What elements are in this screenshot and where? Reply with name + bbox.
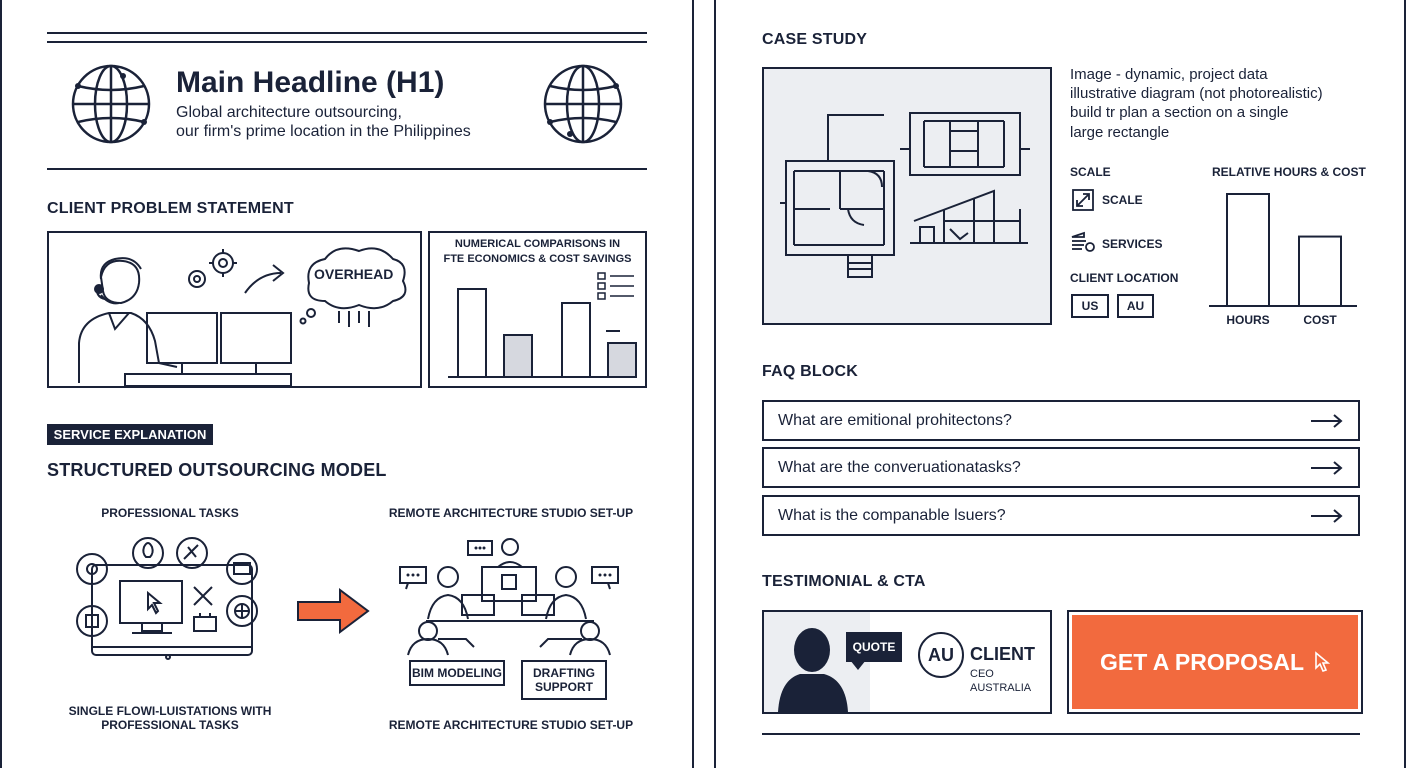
cta-frame [1067, 610, 1363, 714]
globe-icon [71, 64, 151, 144]
professional-tasks-caption-line2: PROFESSIONAL TASKS [101, 718, 239, 732]
scale-heading: SCALE [1070, 165, 1111, 179]
hours-chart-category-label: COST [1303, 313, 1337, 327]
footer-rule [762, 733, 1360, 735]
floor-plan-box [762, 67, 1052, 325]
quote-badge-tail [850, 660, 866, 670]
location-au-label: AU [1126, 299, 1145, 313]
fte-chart-box: NUMERICAL COMPARISONS IN FTE ECONOMICS &… [428, 231, 647, 388]
problem-heading: CLIENT PROBLEM STATEMENT [47, 200, 294, 217]
services-item-label: SERVICES [1102, 237, 1163, 251]
case-desc-line3: build tr plan a section on a single [1070, 104, 1289, 121]
bim-modeling-label: BIM MODELING [412, 666, 502, 680]
remote-studio-title: REMOTE ARCHITECTURE STUDIO SET-UP [388, 506, 634, 520]
problem-illustration-box [47, 231, 422, 388]
testimonial-card: QUOTE AU CLIENT CEO AUSTRALIA [762, 610, 1052, 714]
resize-icon [1072, 189, 1094, 211]
quote-label: QUOTE [852, 640, 896, 654]
drafting-support-line1: DRAFTING [533, 666, 595, 680]
quote-badge: QUOTE [846, 632, 902, 662]
fte-chart-bar [561, 302, 591, 378]
drafting-support-chip: DRAFTING SUPPORT [521, 660, 607, 700]
avatar-silhouette-icon [778, 628, 848, 712]
fte-chart-title-line2: FTE ECONOMICS & COST SAVINGS [443, 253, 632, 265]
faq-question: What is the companable lsuers? [778, 506, 1006, 524]
case-study-heading: CASE STUDY [762, 31, 868, 48]
service-tag: SERVICE EXPLANATION [47, 424, 213, 445]
hours-chart-bar [1226, 193, 1270, 307]
client-country-badge-label: AU [928, 644, 954, 665]
process-arrow-icon [297, 588, 370, 634]
fte-chart-legend-swatch [597, 282, 606, 290]
location-chip-au[interactable]: AU [1117, 294, 1154, 318]
faq-question: What are the converuationatasks? [778, 458, 1021, 476]
fte-chart-title-line1: NUMERICAL COMPARISONS IN [454, 238, 621, 250]
faq-item-3[interactable]: What is the companable lsuers? [762, 495, 1360, 536]
fte-chart-bar [457, 288, 487, 378]
operator-at-desk-illustration [78, 247, 407, 387]
get-proposal-button[interactable]: GET A PROPOSAL [1072, 615, 1358, 709]
left-panel-border [0, 0, 2, 768]
client-country: AUSTRALIA [970, 682, 1032, 694]
right-panel-border [1404, 0, 1406, 768]
services-icon [1071, 231, 1095, 252]
center-divider-left [692, 0, 694, 768]
scale-item-label: SCALE [1102, 193, 1143, 207]
arrow-right-icon [1311, 414, 1343, 428]
case-desc-line4: large rectangle [1070, 124, 1170, 141]
drafting-support-line2: SUPPORT [534, 680, 593, 694]
service-heading: STRUCTURED OUTSOURCING MODEL [47, 460, 387, 480]
arrow-right-icon [1311, 461, 1343, 475]
hours-chart-category-label: HOURS [1226, 313, 1269, 327]
client-country-badge: AU [918, 632, 964, 678]
hours-chart-bar [1298, 235, 1342, 308]
arrow-right-icon [1311, 509, 1343, 523]
hours-cost-bar-chart: HOURS COST [1209, 193, 1357, 327]
client-role: CEO [970, 668, 994, 680]
cursor-pointer-icon [1315, 651, 1331, 672]
location-us-label: US [1081, 299, 1099, 313]
page-subtitle-line1: Global architecture outsourcing, [176, 104, 402, 121]
globe-icon [543, 64, 623, 144]
professional-tasks-title: PROFESSIONAL TASKS [101, 506, 239, 520]
location-chip-us[interactable]: US [1071, 294, 1109, 318]
testimonial-heading: TESTIMONIAL & CTA [762, 573, 926, 590]
professional-tasks-illustration [76, 537, 258, 660]
header-rule-top-1 [47, 32, 647, 34]
relative-hours-cost-heading: RELATIVE HOURS & COST [1212, 165, 1366, 179]
client-location-heading: CLIENT LOCATION [1070, 271, 1179, 285]
bim-modeling-chip: BIM MODELING [409, 660, 505, 686]
header-rule-top-2 [47, 41, 647, 43]
faq-question: What are emitional prohitectons? [778, 411, 1012, 429]
overhead-bubble-text: OVERHEAD [314, 266, 394, 282]
case-desc-line1: Image - dynamic, project data [1070, 66, 1268, 83]
page-subtitle-line2: our firm's prime location in the Philipp… [176, 123, 471, 140]
case-desc-line2: illustrative diagram (not photorealistic… [1070, 85, 1323, 102]
fte-chart-legend-swatch [597, 272, 606, 280]
faq-item-2[interactable]: What are the converuationatasks? [762, 447, 1360, 488]
remote-studio-illustration [399, 538, 619, 656]
fte-chart-bar [503, 334, 533, 378]
page-title: Main Headline (H1) [176, 66, 445, 99]
client-name: CLIENT [970, 644, 1035, 664]
professional-tasks-caption-line1: SINGLE FLOWI-LUISTATIONS WITH [68, 704, 272, 718]
header-rule-bottom [47, 168, 647, 170]
center-divider-right [714, 0, 716, 768]
fte-chart-legend-swatch [597, 292, 606, 300]
remote-studio-caption: REMOTE ARCHITECTURE STUDIO SET-UP [388, 718, 634, 732]
faq-item-1[interactable]: What are emitional prohitectons? [762, 400, 1360, 441]
faq-heading: FAQ BLOCK [762, 363, 859, 380]
get-proposal-label: GET A PROPOSAL [1099, 648, 1305, 675]
floor-plan-illustration [780, 112, 1030, 278]
fte-bar-chart [448, 272, 637, 378]
fte-chart-bar [607, 342, 637, 378]
